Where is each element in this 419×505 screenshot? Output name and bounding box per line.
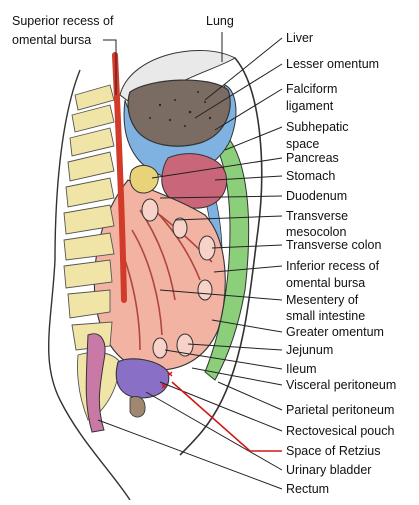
- space-of-retzius-leader: [171, 381, 282, 452]
- label-subhepatic-space-line1: Subhepatic: [286, 120, 349, 134]
- label-rectovesical-pouch: Rectovesical pouch: [286, 424, 394, 438]
- vertebral-column: [63, 84, 115, 351]
- label-subhepatic-space-line2: space: [286, 137, 319, 151]
- label-jejunum: Jejunum: [286, 343, 333, 357]
- label-mesentery-line1: Mesentery of: [286, 293, 359, 307]
- label-inferior-recess-line1: Inferior recess of: [286, 259, 380, 273]
- label-transverse-colon: Transverse colon: [286, 238, 381, 252]
- label-falciform-ligament-line1: Falciform: [286, 82, 337, 96]
- label-lesser-omentum: Lesser omentum: [286, 57, 379, 71]
- abdominal-wall: [179, 57, 263, 456]
- intestine-loops: [141, 198, 216, 359]
- label-stomach: Stomach: [286, 169, 335, 183]
- back-outline: [48, 69, 131, 501]
- label-rectum: Rectum: [286, 482, 329, 496]
- label-leaders: [97, 37, 283, 490]
- label-transverse-mesocolon-line1: Transverse: [286, 209, 348, 223]
- label-greater-omentum: Greater omentum: [286, 325, 384, 339]
- rectum-shape: [85, 333, 106, 433]
- label-pancreas: Pancreas: [286, 151, 339, 165]
- liver-texture: [149, 91, 212, 127]
- label-urinary-bladder: Urinary bladder: [286, 463, 371, 477]
- label-mesentery-line2: small intestine: [286, 309, 365, 323]
- label-duodenum: Duodenum: [286, 189, 347, 203]
- label-ileum: Ileum: [286, 362, 317, 376]
- label-superior-recess-line1: Superior recess of: [12, 14, 114, 28]
- label-lung: Lung: [206, 14, 234, 28]
- label-space-of-retzius: Space of Retzius: [286, 444, 381, 458]
- prostate: [129, 396, 146, 418]
- liver-shape: [127, 79, 231, 147]
- label-liver: Liver: [286, 31, 313, 45]
- label-visceral-peritoneum: Visceral peritoneum: [286, 378, 396, 392]
- parietal-green-band: [204, 139, 250, 381]
- label-falciform-ligament-line2: ligament: [286, 99, 334, 113]
- label-parietal-peritoneum: Parietal peritoneum: [286, 403, 394, 417]
- label-inferior-recess-line2: omental bursa: [286, 276, 365, 290]
- label-superior-recess-line2: omental bursa: [12, 33, 91, 47]
- urinary-bladder-shape: [115, 358, 170, 399]
- pancreas-shape: [129, 164, 159, 194]
- label-transverse-mesocolon-line2: mesocolon: [286, 225, 346, 239]
- superior-recess-leader: [103, 39, 117, 95]
